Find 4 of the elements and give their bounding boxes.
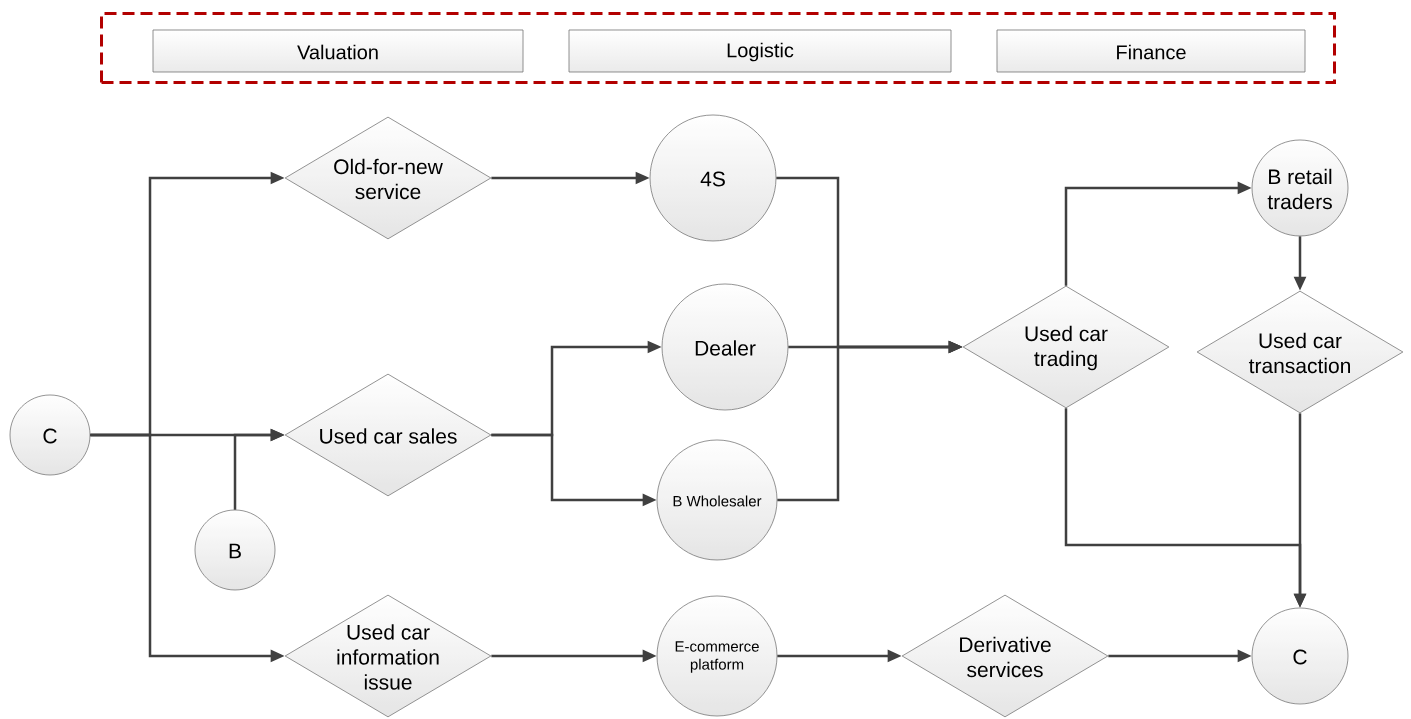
category-bar: Logistic bbox=[568, 29, 952, 73]
category-bar: Valuation bbox=[152, 29, 524, 73]
category-bar: Finance bbox=[996, 29, 1306, 73]
dashed-group-box bbox=[100, 12, 1336, 84]
